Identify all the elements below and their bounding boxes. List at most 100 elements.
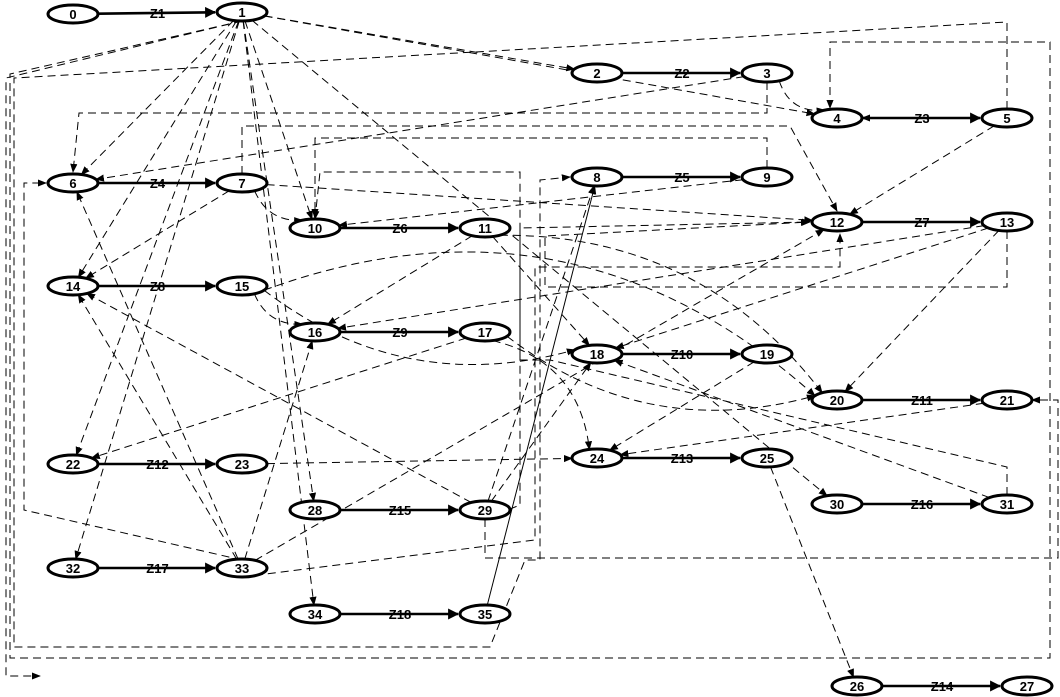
node-label: 29 bbox=[478, 503, 492, 518]
dependency-link-17-22 bbox=[90, 337, 467, 459]
dependency-link-33-16 bbox=[244, 340, 314, 560]
dependency-link-17-20 bbox=[506, 335, 816, 411]
event-node-20: 20 bbox=[810, 389, 864, 411]
dependency-route-3 bbox=[484, 396, 1059, 559]
node-ellipse bbox=[570, 447, 624, 469]
activity-label-z10: Z10 bbox=[671, 347, 693, 362]
node-ellipse bbox=[570, 343, 624, 365]
node-ellipse bbox=[810, 389, 864, 411]
node-label: 30 bbox=[830, 497, 844, 512]
event-node-28: 28 bbox=[288, 499, 342, 521]
node-ellipse bbox=[980, 211, 1034, 233]
dependency-link-35-8 bbox=[486, 185, 597, 606]
dependency-links bbox=[5, 15, 1059, 680]
dependency-link-11-20 bbox=[499, 234, 823, 394]
node-ellipse bbox=[288, 321, 342, 343]
node-ellipse bbox=[1000, 675, 1054, 697]
dependency-route-7 bbox=[544, 218, 1008, 288]
event-node-23: 23 bbox=[215, 453, 269, 475]
node-ellipse bbox=[570, 166, 624, 188]
node-ellipse bbox=[46, 557, 100, 579]
dependency-route-9 bbox=[23, 179, 243, 561]
node-label: 22 bbox=[66, 457, 80, 472]
activity-label-z2: Z2 bbox=[674, 66, 689, 81]
dependency-link-19-24 bbox=[608, 361, 755, 451]
node-label: 11 bbox=[478, 221, 492, 236]
event-node-9: 9 bbox=[740, 166, 794, 188]
activity-label-z11: Z11 bbox=[911, 393, 933, 408]
dependency-link-13-18 bbox=[614, 227, 989, 349]
node-label: 31 bbox=[1000, 497, 1014, 512]
dependency-route-4 bbox=[70, 82, 768, 173]
event-node-34: 34 bbox=[288, 603, 342, 625]
node-ellipse bbox=[740, 343, 794, 365]
activity-label-z5: Z5 bbox=[674, 170, 689, 185]
event-node-35: 35 bbox=[458, 603, 512, 625]
activity-label-z18: Z18 bbox=[389, 607, 411, 622]
event-node-2: 2 bbox=[570, 62, 624, 84]
node-label: 4 bbox=[833, 111, 841, 126]
dependency-link-29-18 bbox=[490, 361, 592, 502]
node-label: 8 bbox=[593, 170, 600, 185]
node-ellipse bbox=[215, 1, 269, 23]
node-ellipse bbox=[46, 172, 100, 194]
dependency-link-15-16 bbox=[253, 293, 304, 329]
node-label: 5 bbox=[1003, 111, 1010, 126]
node-label: 10 bbox=[308, 221, 322, 236]
node-ellipse bbox=[980, 389, 1034, 411]
node-ellipse bbox=[810, 493, 864, 515]
node-ellipse bbox=[740, 62, 794, 84]
event-node-6: 6 bbox=[46, 172, 100, 194]
node-label: 9 bbox=[763, 170, 770, 185]
activity-label-z4: Z4 bbox=[150, 176, 166, 191]
node-label: 7 bbox=[238, 176, 245, 191]
node-label: 34 bbox=[308, 607, 323, 622]
node-label: 18 bbox=[590, 347, 604, 362]
node-ellipse bbox=[740, 447, 794, 469]
event-node-1: 1 bbox=[215, 1, 269, 23]
dependency-route-6 bbox=[311, 137, 768, 218]
node-label: 20 bbox=[830, 393, 844, 408]
dependency-link-29-8 bbox=[487, 185, 595, 502]
activity-label-z7: Z7 bbox=[914, 215, 929, 230]
node-label: 3 bbox=[763, 66, 770, 81]
event-node-25: 25 bbox=[740, 447, 794, 469]
dependency-route-2 bbox=[9, 20, 1051, 659]
dependency-link-17-24 bbox=[492, 340, 593, 451]
node-ellipse bbox=[740, 166, 794, 188]
dependency-route-5 bbox=[241, 125, 838, 212]
event-node-4: 4 bbox=[810, 107, 864, 129]
dependency-link-7-10 bbox=[254, 190, 304, 225]
node-label: 24 bbox=[590, 451, 605, 466]
dependency-link-1-6 bbox=[80, 20, 234, 176]
dependency-link-7-14 bbox=[84, 190, 230, 279]
node-ellipse bbox=[288, 603, 342, 625]
node-ellipse bbox=[458, 603, 512, 625]
node-label: 13 bbox=[1000, 215, 1014, 230]
node-ellipse bbox=[46, 275, 100, 297]
node-label: 15 bbox=[235, 279, 249, 294]
event-node-17: 17 bbox=[458, 321, 512, 343]
activity-arrow-z1 bbox=[97, 6, 217, 18]
node-label: 16 bbox=[308, 325, 322, 340]
node-label: 1 bbox=[238, 5, 245, 20]
dependency-link-31-18 bbox=[613, 359, 990, 499]
dependency-link-33-14 bbox=[77, 294, 238, 560]
event-node-11: 11 bbox=[458, 217, 512, 239]
event-node-7: 7 bbox=[215, 172, 269, 194]
dependency-link-1-4 bbox=[264, 15, 816, 117]
node-ellipse bbox=[46, 453, 100, 475]
dependency-route-12 bbox=[241, 233, 844, 578]
dependency-link-33-12 bbox=[254, 229, 825, 561]
node-ellipse bbox=[288, 499, 342, 521]
node-ellipse bbox=[46, 3, 100, 25]
dependency-link-11-18 bbox=[492, 236, 590, 347]
node-label: 25 bbox=[760, 451, 774, 466]
event-node-22: 22 bbox=[46, 453, 100, 475]
dependency-link-15-18 bbox=[263, 289, 576, 366]
node-label: 32 bbox=[66, 561, 80, 576]
node-label: 28 bbox=[308, 503, 322, 518]
event-node-24: 24 bbox=[570, 447, 624, 469]
activity-label-z14: Z14 bbox=[931, 679, 954, 694]
